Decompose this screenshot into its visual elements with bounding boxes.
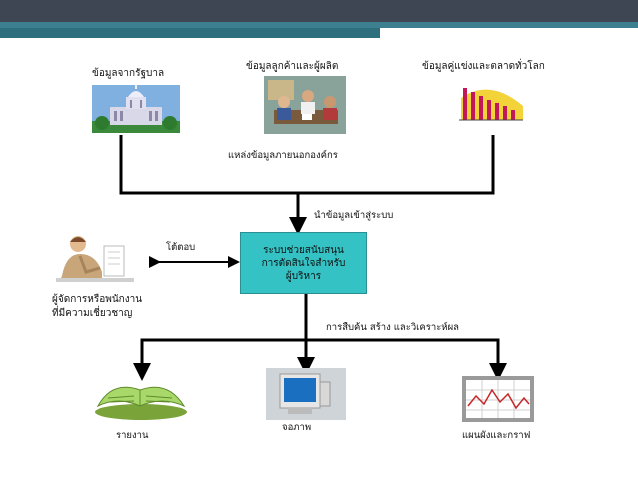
monitor-image [266, 368, 346, 420]
output-chart-label: แผนผังและกราฟ [462, 430, 531, 441]
government-building-image [92, 85, 180, 133]
source-connector [119, 135, 495, 195]
header-bar [0, 0, 638, 22]
graph-image [462, 376, 534, 422]
dss-line-1: ระบบช่วยสนับสนุน [263, 244, 344, 256]
manager-image [56, 236, 134, 282]
output-display-label: จอภาพ [282, 422, 312, 433]
header-accent [0, 22, 638, 28]
market-chart-image [455, 76, 525, 124]
source-customers-label: ข้อมูลลูกค้าและผู้ผลิต [246, 61, 339, 72]
dss-box: ระบบช่วยสนับสนุน การตัดสินใจสำหรับ ผู้บร… [240, 232, 367, 294]
interact-label: โต้ตอบ [166, 242, 196, 253]
user-line-1: ผู้จัดการหรือพนักงาน [52, 294, 143, 305]
user-line-2: ที่มีความเชี่ยวชาญ [52, 308, 133, 319]
customers-meeting-image [264, 76, 346, 134]
external-sources-label: แหล่งข้อมูลภายนอกองค์กร [228, 150, 338, 161]
header-light-stripe [380, 28, 638, 38]
dss-line-3: ผู้บริหาร [285, 270, 322, 282]
process-label: การสืบค้น สร้าง และวิเคราะห์ผล [326, 322, 459, 333]
header-accent-stripe [0, 28, 380, 38]
dss-line-2: การตัดสินใจสำหรับ [261, 257, 346, 269]
source-government-label: ข้อมูลจากรัฐบาล [92, 68, 165, 79]
report-image [95, 386, 187, 420]
input-label: นำข้อมูลเข้าสู่ระบบ [314, 210, 394, 221]
source-competitors-label: ข้อมูลคู่แข่งและตลาดทั่วโลก [422, 61, 545, 72]
output-branch [140, 338, 500, 368]
output-report-label: รายงาน [116, 430, 149, 441]
